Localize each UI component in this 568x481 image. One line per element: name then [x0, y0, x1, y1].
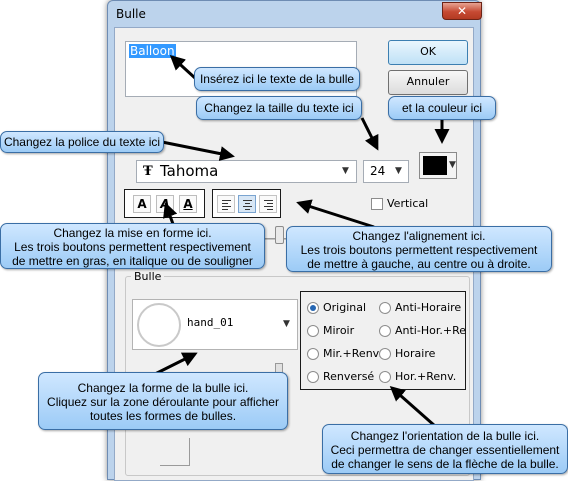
callout-orientation-line: Ceci permettra de changer essentiellemen… — [330, 443, 560, 457]
callout-size-line: Changez la taille du texte ici — [204, 101, 354, 115]
align-center-button[interactable] — [238, 195, 256, 213]
alignment-buttons — [212, 189, 281, 218]
chevron-down-icon: ▼ — [449, 160, 456, 170]
orientation-group: Original Anti-Horaire Miroir Anti-Hor.+R… — [300, 291, 466, 390]
callout-color-line: et la couleur ici — [401, 101, 483, 115]
callout-format: Changez la mise en forme ici. Les trois … — [0, 223, 265, 269]
callout-size: Changez la taille du texte ici — [196, 96, 362, 120]
vertical-label: Vertical — [387, 197, 429, 210]
radio-button[interactable] — [379, 325, 391, 337]
radio-button[interactable] — [307, 302, 319, 314]
align-right-icon — [264, 200, 273, 212]
callout-format-line: de mettre en gras, en italique ou de sou… — [12, 254, 253, 268]
callout-alignment-line: de mettre à gauche, au centre ou à droit… — [307, 257, 531, 271]
orientation-label: Renversé — [323, 370, 375, 383]
align-right-button[interactable] — [259, 195, 277, 213]
callout-font: Changez la police du texte ici — [0, 131, 164, 153]
text-color-button[interactable]: ▼ — [419, 152, 457, 179]
radio-button[interactable] — [379, 348, 391, 360]
orientation-label: Miroir — [323, 324, 355, 337]
radio-button[interactable] — [379, 302, 391, 314]
chevron-down-icon: ▼ — [395, 166, 402, 176]
radio-button[interactable] — [307, 348, 319, 360]
format-buttons: A A A — [124, 189, 205, 218]
callout-shape-line: Cliquez sur la zone déroulante pour affi… — [47, 395, 279, 409]
radio-button[interactable] — [379, 371, 391, 383]
callout-shape: Changez la forme de la bulle ici. Clique… — [38, 372, 288, 430]
orientation-label: Anti-Horaire — [395, 301, 462, 314]
bubble-group-label: Bulle — [131, 270, 165, 283]
bubble-preview-frame — [160, 438, 190, 466]
callout-text-line: Insérez ici le texte de la bulle — [199, 72, 355, 86]
bubble-shape-value: hand_01 — [187, 316, 234, 329]
bubble-shape-select[interactable]: hand_01 ▼ — [132, 299, 298, 350]
radio-button[interactable] — [307, 371, 319, 383]
cancel-button[interactable]: Annuler — [388, 70, 468, 95]
callout-alignment-line: Les trois boutons permettent respectivem… — [300, 243, 538, 257]
bold-button[interactable]: A — [133, 195, 151, 213]
orientation-label: Horaire — [395, 347, 436, 360]
callout-format-line: Changez la mise en forme ici. — [53, 226, 212, 240]
color-swatch — [423, 156, 447, 175]
font-select[interactable]: Ŧ Tahoma ▼ — [136, 160, 357, 183]
slider-thumb[interactable] — [275, 226, 284, 244]
font-size-value: 24 — [370, 164, 386, 178]
orientation-label: Original — [323, 301, 367, 314]
chevron-down-icon: ▼ — [283, 319, 290, 329]
italic-button[interactable]: A — [156, 195, 174, 213]
orientation-label: Anti-Hor.+Re — [395, 324, 466, 337]
dialog-title: Bulle — [116, 7, 146, 21]
callout-orientation-line: de changer le sens de la flèche de la bu… — [331, 457, 559, 471]
callout-format-line: Les trois boutons permettent respectivem… — [14, 240, 251, 254]
orientation-label: Hor.+Renv. — [395, 370, 457, 383]
callout-color: et la couleur ici — [388, 96, 496, 120]
font-value: Tahoma — [160, 162, 219, 180]
callout-shape-line: toutes les formes de bulles. — [89, 409, 237, 423]
title-bar[interactable]: Bulle ✕ — [108, 1, 482, 27]
orientation-label: Mir.+Renv. — [323, 347, 382, 360]
callout-font-line: Changez la police du texte ici — [3, 135, 161, 149]
align-left-button[interactable] — [217, 195, 235, 213]
callout-shape-line: Changez la forme de la bulle ici. — [77, 381, 249, 395]
underline-button[interactable]: A — [179, 195, 197, 213]
radio-button[interactable] — [307, 325, 319, 337]
font-icon: Ŧ — [143, 164, 153, 179]
callout-alignment-line: Changez l'alignement ici. — [352, 229, 486, 243]
close-button[interactable]: ✕ — [442, 2, 482, 20]
chevron-down-icon: ▼ — [342, 166, 349, 176]
callout-orientation: Changez l'orientation de la bulle ici. C… — [322, 424, 568, 474]
align-center-icon — [243, 200, 252, 212]
bubble-shape-preview — [137, 303, 181, 347]
ok-button[interactable]: OK — [388, 40, 468, 65]
callout-orientation-line: Changez l'orientation de la bulle ici. — [350, 429, 540, 443]
callout-text: Insérez ici le texte de la bulle — [194, 67, 360, 91]
bubble-text-value: Balloon — [129, 44, 176, 58]
align-left-icon — [222, 200, 231, 212]
font-size-select[interactable]: 24 ▼ — [363, 160, 409, 183]
vertical-checkbox[interactable] — [371, 198, 383, 210]
callout-alignment: Changez l'alignement ici. Les trois bout… — [286, 226, 552, 272]
